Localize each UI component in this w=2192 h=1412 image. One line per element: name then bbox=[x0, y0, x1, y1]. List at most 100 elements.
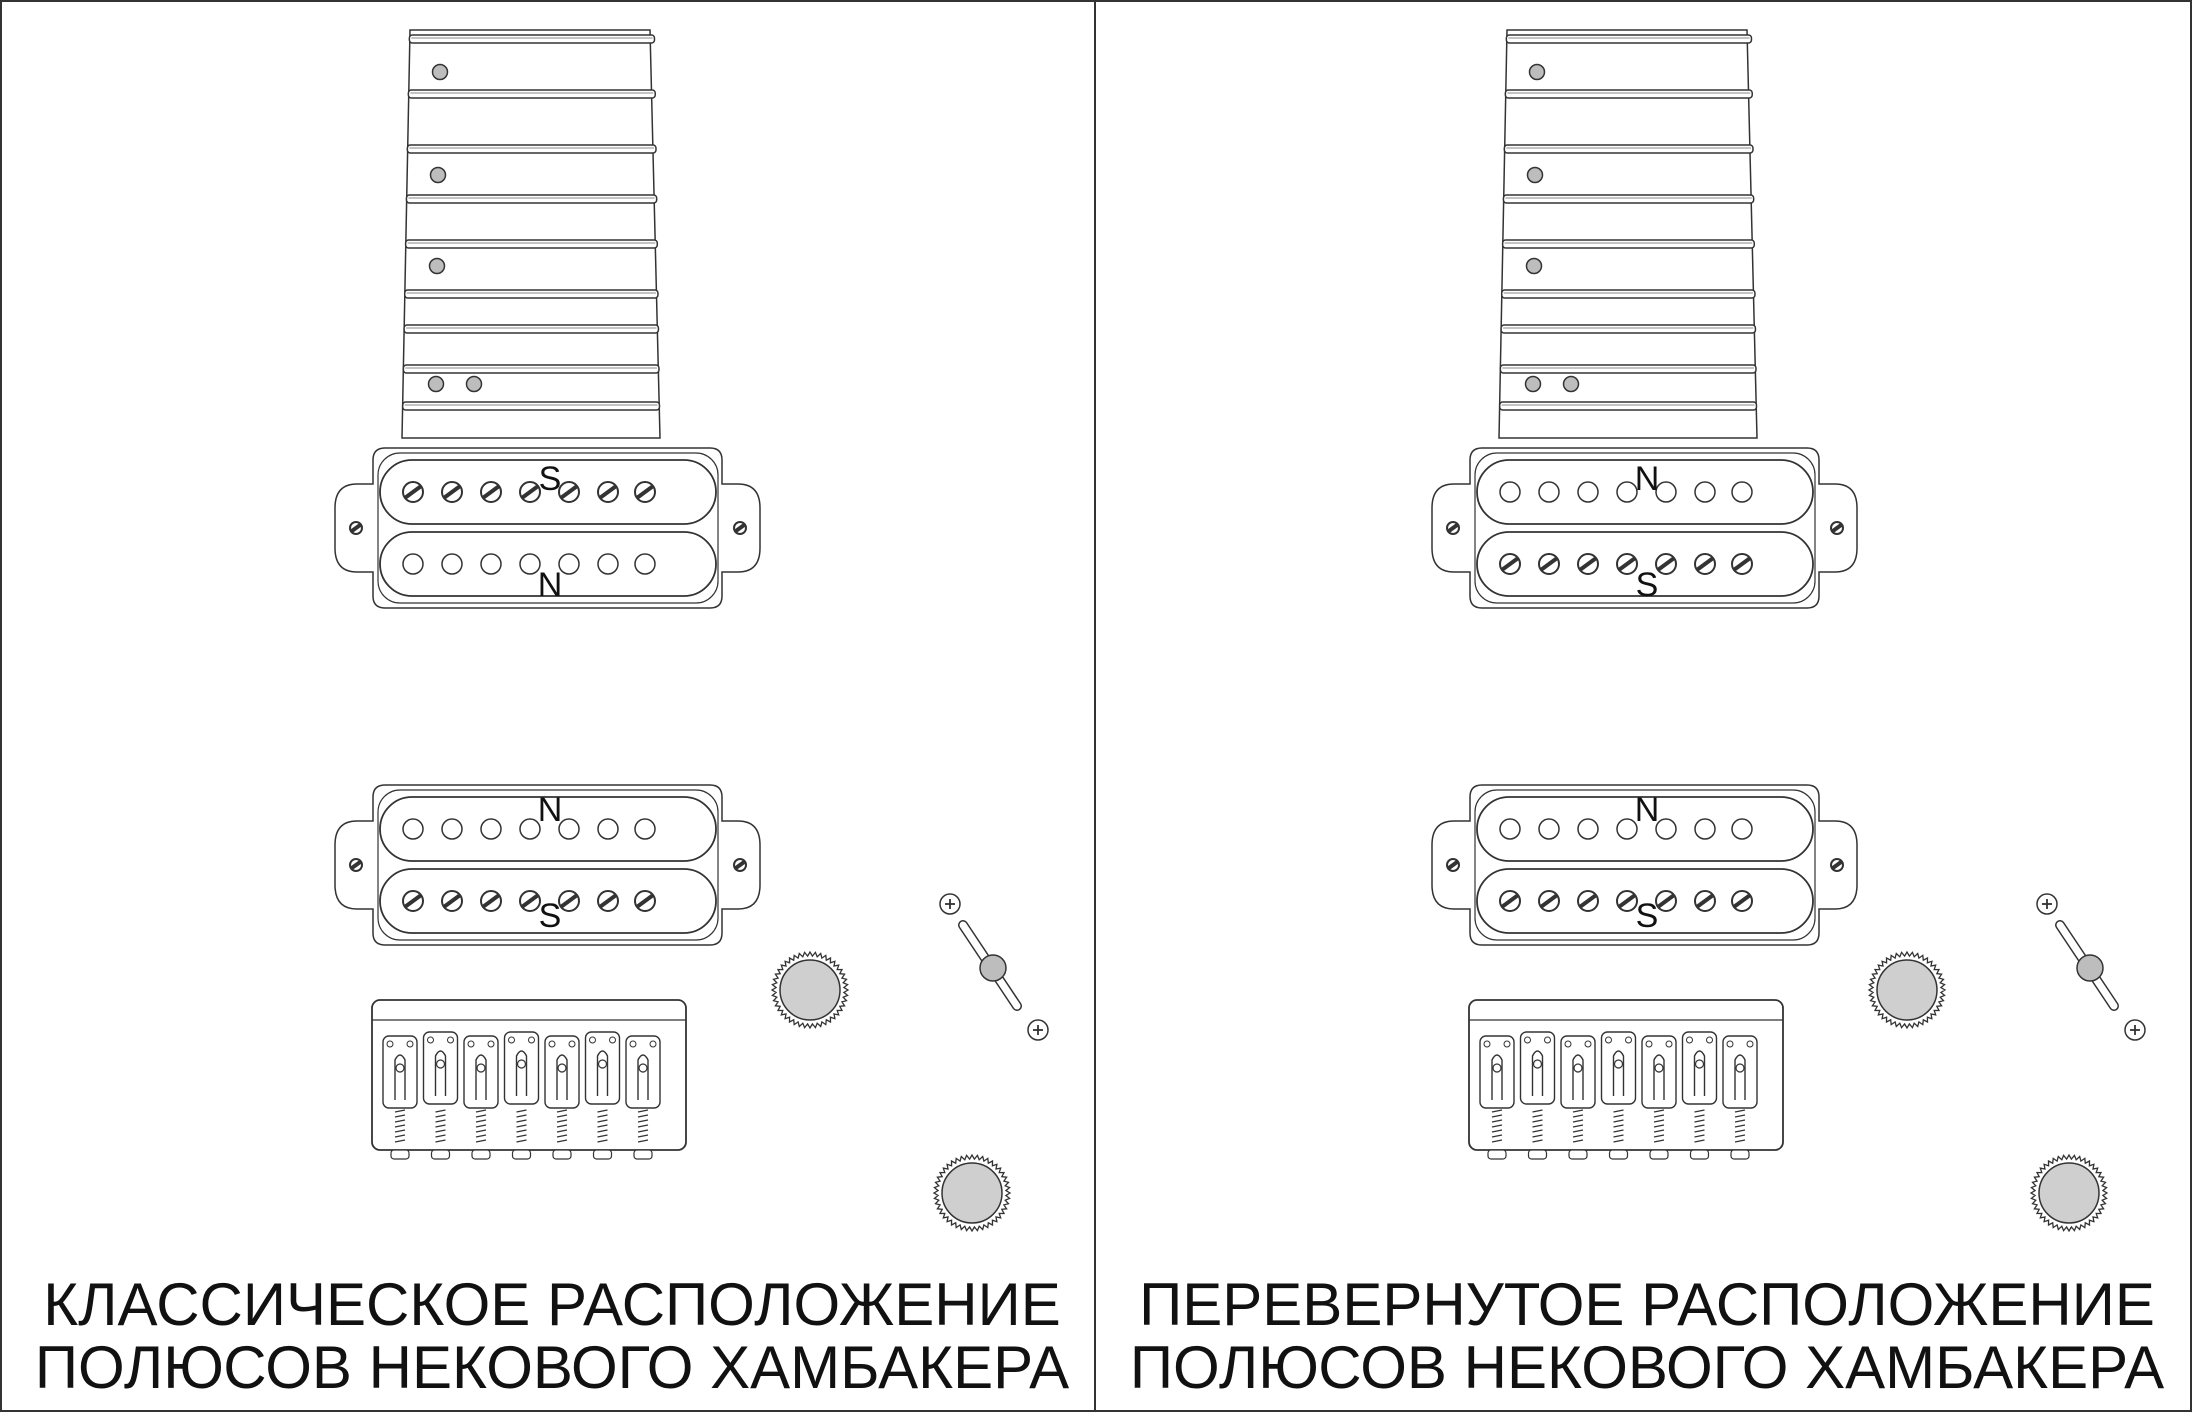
saddle-screw bbox=[1726, 1040, 1734, 1048]
intonation-spring bbox=[1734, 1139, 1746, 1143]
intonation-spring bbox=[516, 1109, 527, 1113]
intonation-spring bbox=[1653, 1139, 1665, 1143]
intonation-spring bbox=[1613, 1124, 1624, 1128]
intonation-screw-head bbox=[390, 1149, 410, 1160]
pole-screw-slot bbox=[1618, 893, 1636, 909]
pole-slug bbox=[1577, 818, 1599, 840]
intonation-screw-head bbox=[1608, 1149, 1629, 1160]
neck-top-pole-label: S bbox=[539, 460, 562, 498]
fret bbox=[403, 289, 659, 299]
fret bbox=[403, 324, 660, 334]
pole-screw-slot bbox=[636, 893, 654, 909]
intonation-screw-head bbox=[633, 1149, 653, 1160]
pole-slug bbox=[1731, 818, 1753, 840]
pole-screw-slot bbox=[1501, 893, 1519, 909]
intonation-spring bbox=[1491, 1124, 1503, 1128]
saddle-screw bbox=[1665, 1040, 1673, 1048]
saddle-slot bbox=[1531, 1050, 1544, 1096]
fret bbox=[407, 89, 656, 99]
ring-mount-screw-slot bbox=[1447, 523, 1459, 533]
intonation-spring bbox=[1653, 1129, 1665, 1133]
fret-marker-dot bbox=[465, 375, 483, 393]
intonation-spring bbox=[1734, 1129, 1746, 1133]
fret bbox=[406, 144, 657, 154]
saddle-screw bbox=[1645, 1040, 1653, 1048]
pole-screw-slot bbox=[521, 893, 539, 909]
guitar-bridge bbox=[1468, 999, 1784, 1160]
saddle-screw bbox=[427, 1036, 434, 1044]
intonation-screw-head bbox=[430, 1149, 451, 1160]
ring-mount-screw-slot bbox=[1447, 860, 1459, 870]
saddle-screw bbox=[406, 1040, 414, 1048]
bridge-top-pole-label: N bbox=[1635, 791, 1660, 829]
pole-slug bbox=[597, 553, 619, 575]
fret bbox=[1499, 364, 1757, 374]
intonation-spring bbox=[1532, 1139, 1543, 1143]
intonation-spring bbox=[394, 1124, 406, 1128]
intonation-spring bbox=[597, 1114, 608, 1118]
intonation-spring bbox=[637, 1109, 649, 1113]
fret bbox=[1500, 289, 1756, 299]
intonation-spring bbox=[516, 1129, 527, 1133]
pole-slug bbox=[1616, 818, 1638, 840]
toggle-switch-tip bbox=[2076, 954, 2104, 982]
intonation-spring bbox=[556, 1114, 568, 1118]
neck-outline bbox=[401, 29, 661, 439]
pole-slug bbox=[1731, 481, 1753, 503]
intonation-spring bbox=[1532, 1119, 1543, 1123]
pole-slug bbox=[1655, 481, 1677, 503]
coil-bottom bbox=[379, 531, 717, 597]
saddle-screw bbox=[508, 1036, 515, 1044]
fret bbox=[402, 364, 660, 374]
saddle-screw bbox=[548, 1040, 556, 1048]
intonation-screw-head bbox=[1730, 1149, 1750, 1160]
intonation-spring bbox=[1491, 1134, 1503, 1138]
intonation-spring bbox=[1653, 1114, 1665, 1118]
intonation-spring bbox=[1572, 1119, 1584, 1123]
intonation-screw-head bbox=[1568, 1149, 1588, 1160]
intonation-spring bbox=[394, 1129, 406, 1133]
saddle-hole bbox=[1694, 1059, 1705, 1069]
intonation-spring bbox=[637, 1114, 649, 1118]
fret-marker-dot bbox=[1524, 375, 1542, 393]
fret bbox=[404, 239, 659, 249]
fret bbox=[401, 401, 661, 411]
pole-screw-slot bbox=[1501, 556, 1519, 572]
intonation-spring bbox=[556, 1129, 568, 1133]
pickup-ring-inner bbox=[1474, 452, 1816, 604]
saddle-screw bbox=[1706, 1036, 1713, 1044]
saddle-hole bbox=[1492, 1063, 1502, 1073]
bridge-top-pole-label: N bbox=[538, 791, 563, 829]
intonation-spring bbox=[556, 1139, 568, 1143]
saddle-screw bbox=[1544, 1036, 1551, 1044]
intonation-spring bbox=[597, 1139, 608, 1143]
intonation-spring bbox=[435, 1109, 446, 1113]
caption-line-2: ПОЛЮСОВ НЕКОВОГО ХАМБАКЕРА bbox=[35, 1334, 1069, 1401]
intonation-screw-head bbox=[1649, 1149, 1669, 1160]
fret bbox=[1503, 144, 1754, 154]
saddle-hole bbox=[1735, 1063, 1745, 1073]
pole-screw-slot bbox=[443, 893, 461, 909]
pickup-ring-inner bbox=[377, 789, 719, 941]
pole-slug bbox=[1694, 481, 1716, 503]
volume-knob bbox=[1876, 959, 1938, 1021]
neck-outline bbox=[1498, 29, 1758, 439]
pole-screw-slot bbox=[599, 893, 617, 909]
intonation-spring bbox=[1653, 1109, 1665, 1113]
saddle-hole bbox=[597, 1059, 608, 1069]
fret bbox=[1504, 89, 1753, 99]
fretboard bbox=[401, 29, 661, 439]
fret-marker-dot bbox=[1526, 166, 1544, 184]
bridge-bottom-pole-label: S bbox=[539, 897, 562, 935]
pole-screw-slot bbox=[1618, 556, 1636, 572]
controls bbox=[1867, 893, 2146, 1233]
coil-bottom bbox=[1476, 868, 1814, 934]
intonation-spring bbox=[1694, 1119, 1705, 1123]
pole-slug bbox=[597, 818, 619, 840]
neck-bottom-pole-label: N bbox=[538, 566, 563, 604]
intonation-screw-head bbox=[511, 1149, 532, 1160]
intonation-spring bbox=[556, 1134, 568, 1138]
fret bbox=[1502, 194, 1755, 204]
intonation-spring bbox=[435, 1139, 446, 1143]
saddle-slot bbox=[1491, 1054, 1503, 1100]
